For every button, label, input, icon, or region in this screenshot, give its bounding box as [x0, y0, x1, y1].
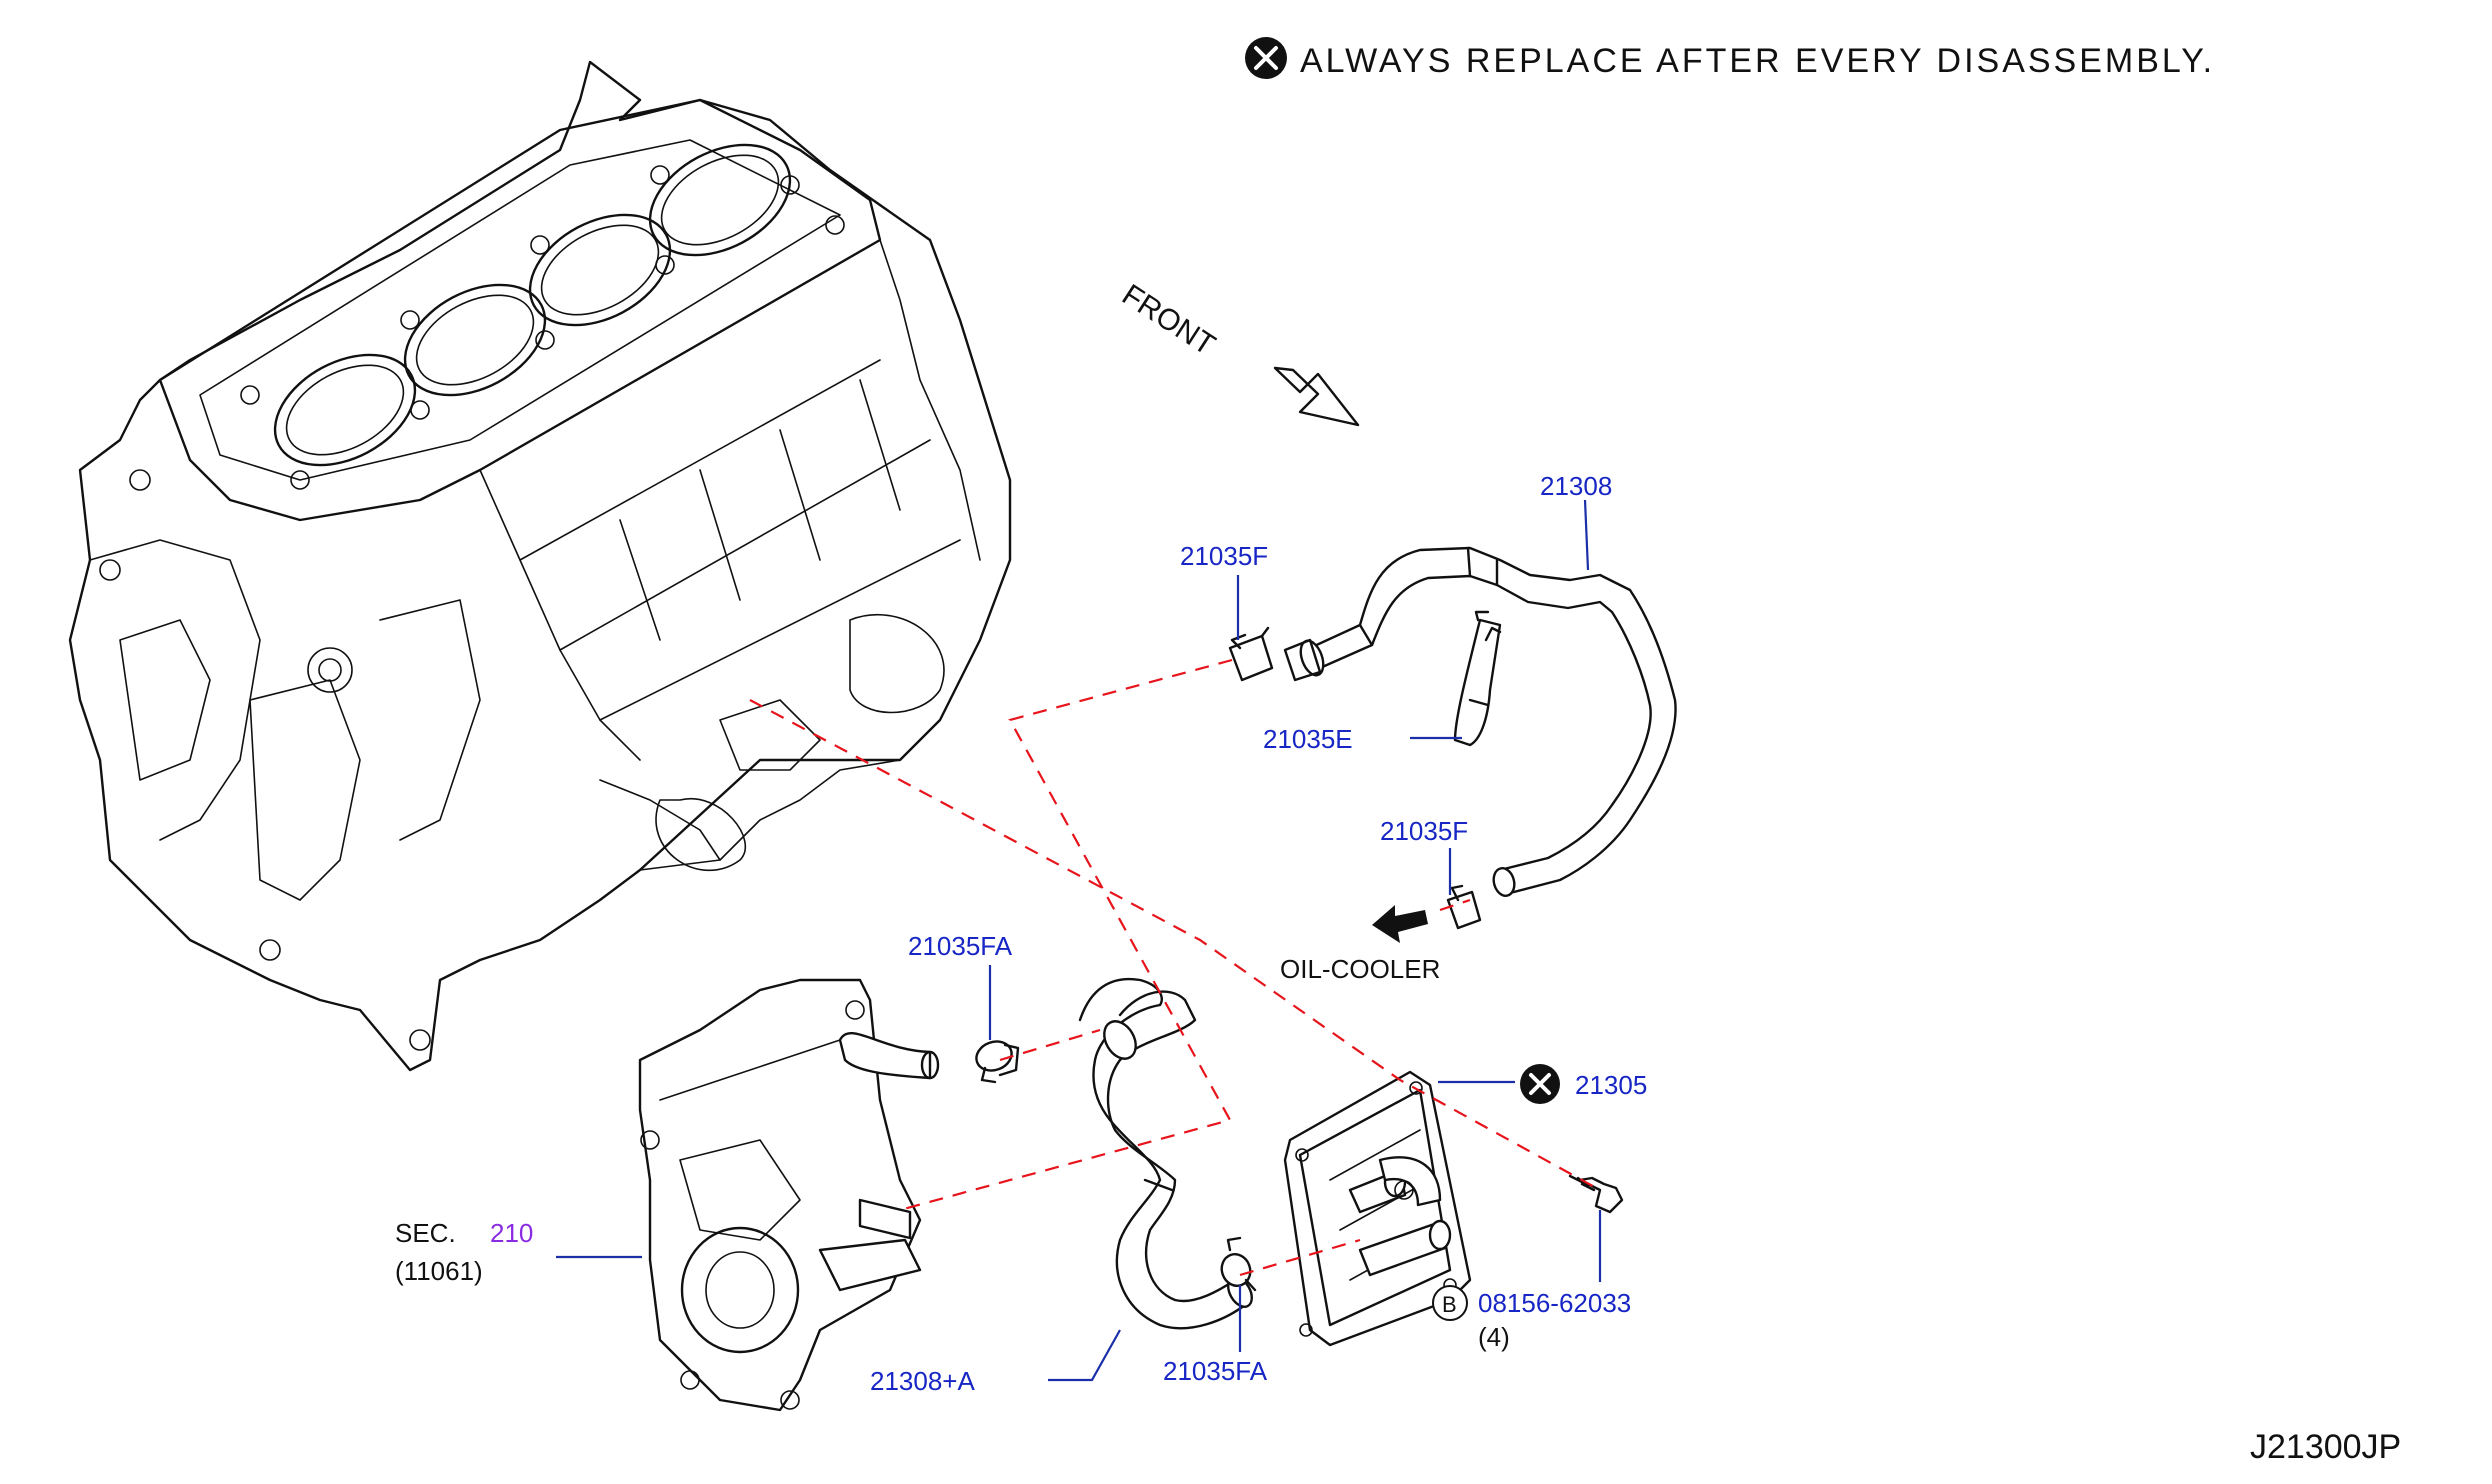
callout-08156-62033: 08156-62033 [1478, 1288, 1631, 1318]
callout-21035F-top: 21035F [1180, 541, 1268, 571]
bolt-prefix: B [1442, 1292, 1457, 1317]
callout-21308: 21308 [1540, 471, 1612, 501]
callout-21305: 21305 [1575, 1070, 1647, 1100]
alignment-lines [749, 658, 1601, 1277]
bolt-08156-62033 [1568, 1174, 1624, 1214]
callout-21035E: 21035E [1263, 724, 1353, 754]
oil-cooler-label: OIL-COOLER [1280, 954, 1440, 984]
hose-21308-A [1078, 977, 1253, 1330]
sec-label: SEC. [395, 1218, 456, 1248]
section-reference: SEC. 210 (11061) [395, 1218, 533, 1286]
clamp-21035F-top [1228, 626, 1274, 682]
front-arrow-icon [1273, 366, 1360, 427]
clamp-21035FA-top [975, 1040, 1020, 1084]
clamp-21035F-mid [1446, 884, 1482, 930]
oil-cooler-21305 [1283, 1070, 1472, 1347]
front-indicator: FRONT [1116, 278, 1360, 427]
clamp-21035E [1453, 610, 1502, 747]
replace-note: ALWAYS REPLACE AFTER EVERY DISASSEMBLY. [1245, 37, 2215, 80]
cylinder-block [68, 60, 1012, 1072]
hose-21308 [1283, 546, 1677, 897]
diagram-code: J21300JP [2250, 1428, 2401, 1466]
oil-cooler-arrow-icon [1372, 905, 1428, 943]
clamp-21035FA-bottom [1220, 1236, 1257, 1292]
callout-21305-group: 21305 [1520, 1064, 1647, 1104]
sec-number: 210 [490, 1218, 533, 1248]
callout-bolt-group: B 08156-62033 (4) [1432, 1285, 1631, 1352]
callout-21035FA-top: 21035FA [908, 931, 1013, 961]
callout-21308-A: 21308+A [870, 1366, 975, 1396]
callout-leaders [556, 499, 1602, 1382]
callout-21035F-mid: 21035F [1380, 816, 1468, 846]
replace-note-text: ALWAYS REPLACE AFTER EVERY DISASSEMBLY. [1300, 42, 2215, 80]
bolt-quantity: (4) [1478, 1322, 1510, 1352]
b-circle-icon [1432, 1285, 1468, 1321]
sec-subnumber: (11061) [395, 1256, 483, 1286]
callout-21035FA-bottom: 21035FA [1163, 1356, 1268, 1386]
front-label: FRONT [1116, 278, 1221, 362]
front-cover-housing [638, 978, 940, 1412]
